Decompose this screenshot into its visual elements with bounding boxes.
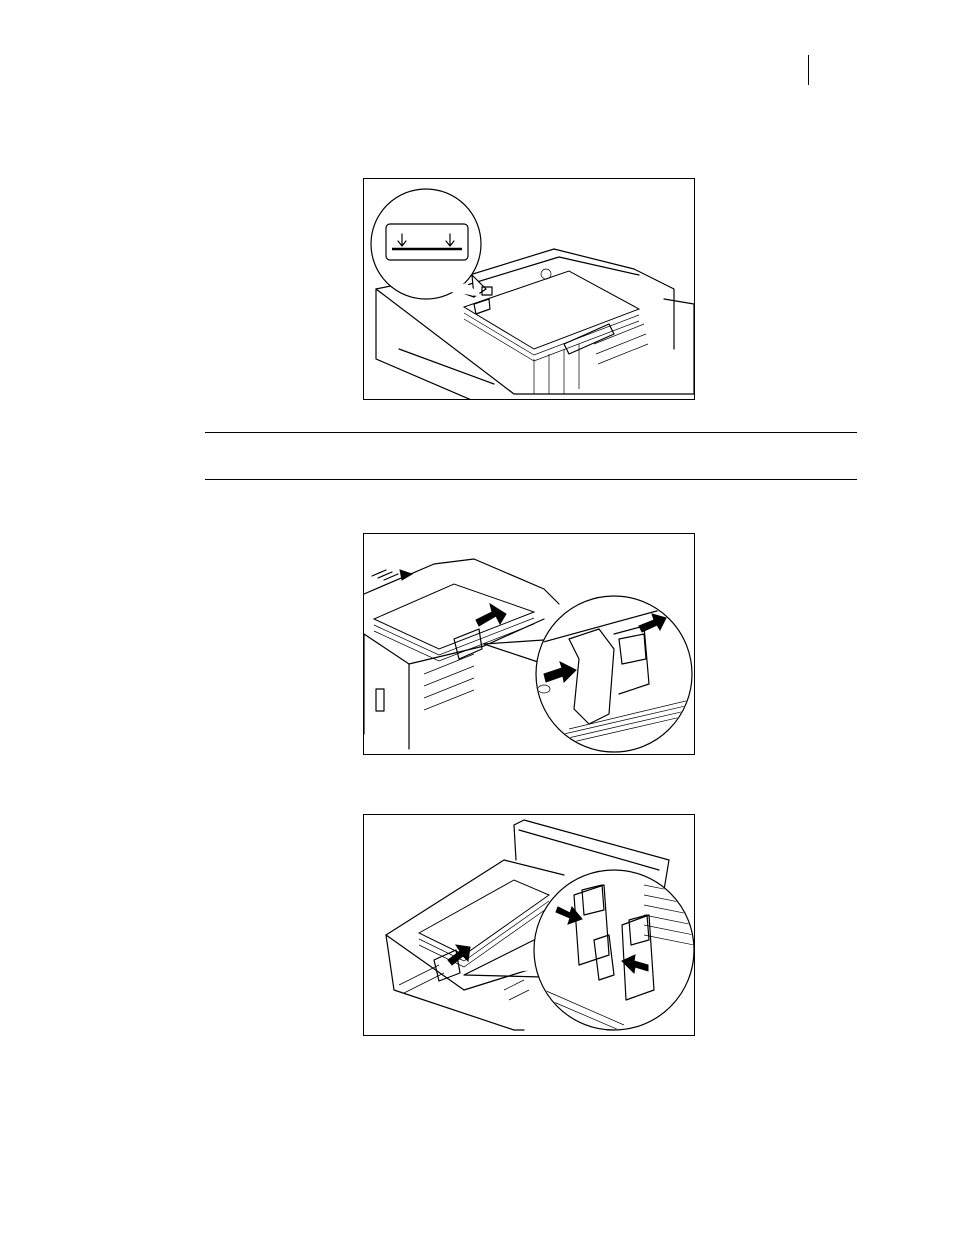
- page-header-marker: [808, 55, 809, 85]
- figure-adjust-length-guide: [363, 533, 695, 755]
- paper-tray-length-guide-illustration: [364, 534, 694, 754]
- paper-tray-max-line-illustration: [364, 179, 694, 399]
- figure-paper-max-fill-line: [363, 178, 695, 400]
- paper-tray-side-guide-illustration: [364, 815, 694, 1035]
- note-rule-bottom: [205, 479, 857, 480]
- note-rule-top: [205, 432, 857, 433]
- figure-adjust-side-guides: [363, 814, 695, 1036]
